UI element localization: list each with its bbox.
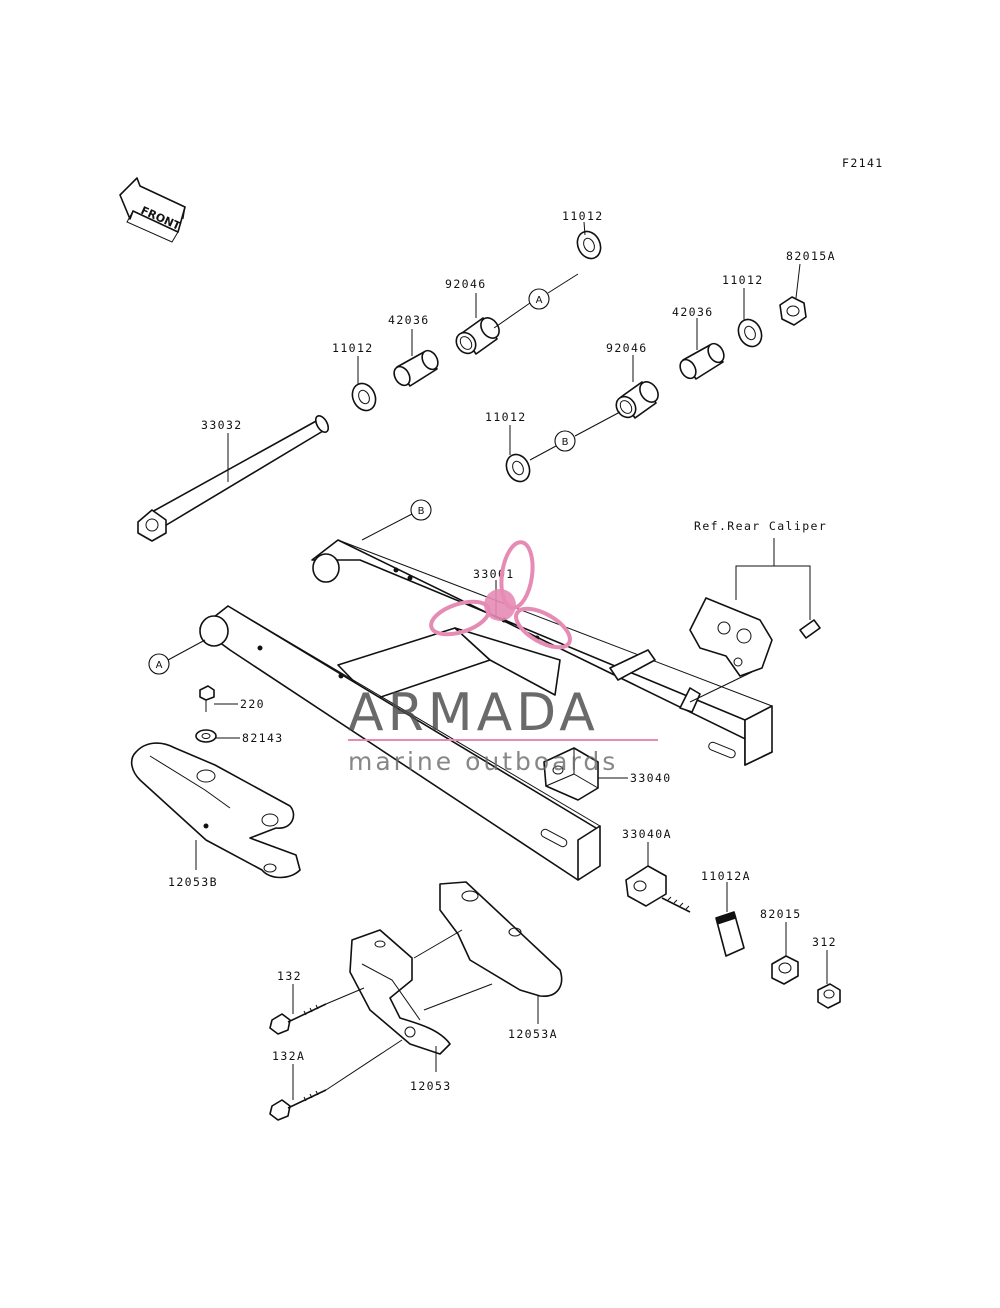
ref-rear-caliper-label: Ref.Rear Caliper [694,519,827,533]
watermark-brand: ARMADA [348,683,599,743]
bearing-92046-right [615,381,659,419]
bolt-220 [199,685,215,712]
label-33001: 33001 [473,567,515,581]
svg-text:A: A [156,660,163,671]
label-12053a: 12053A [508,1027,558,1041]
bolt-132 [269,1003,327,1035]
collar-11012-top [576,230,602,260]
armada-logo [429,540,572,650]
washer-82143 [195,729,217,743]
adjuster-33040a [625,865,691,913]
chain-guide-12053a [439,881,563,997]
label-132: 132 [277,969,302,983]
label-82015: 82015 [760,907,802,921]
label-132a: 132A [272,1049,305,1063]
label-42036-right: 42036 [672,305,714,319]
figure-id: F2141 [842,156,884,170]
sleeve-42036-upper [393,349,439,387]
label-82143: 82143 [242,731,284,745]
label-11012-left: 11012 [332,341,374,355]
label-220: 220 [240,697,265,711]
bolt-132a [269,1089,327,1121]
caliper-bracket [689,597,821,677]
bearing-92046-upper [455,317,500,355]
label-42036-upper: 42036 [388,313,430,327]
label-12053: 12053 [410,1079,452,1093]
nut-82015a [779,296,807,326]
svg-text:B: B [562,437,569,448]
chain-slider-12053b [130,742,301,879]
swingarm-33001 [199,539,773,881]
label-312: 312 [812,935,837,949]
marker-a-arm: A [148,653,170,675]
marker-b-arm: B [410,499,432,521]
label-11012-lower: 11012 [485,410,527,424]
pivot-shaft-33032 [137,415,330,542]
front-arrow-icon: FRONT [119,177,186,243]
collar-11012-lower [505,453,531,483]
collar-11012-left [351,382,377,412]
nut-312 [817,983,841,1009]
svg-text:B: B [418,506,425,517]
label-82015a: 82015A [786,249,836,263]
label-11012-top: 11012 [562,209,604,223]
label-12053b: 12053B [168,875,218,889]
nut-82015 [771,955,799,985]
spacer-11012a [715,911,745,957]
adjuster-block-33040 [543,747,599,801]
svg-text:A: A [536,295,543,306]
label-33040: 33040 [630,771,672,785]
label-33032: 33032 [201,418,243,432]
label-11012-right: 11012 [722,273,764,287]
label-92046-right: 92046 [606,341,648,355]
label-92046-upper: 92046 [445,277,487,291]
label-33040a: 33040A [622,827,672,841]
marker-a-top: A [528,288,550,310]
chain-guide-12053 [349,929,451,1055]
label-11012a: 11012A [701,869,751,883]
sleeve-42036-right [679,342,725,380]
marker-b-mid: B [554,430,576,452]
collar-11012-right [737,318,763,348]
watermark-tagline: marine outboards [348,747,618,776]
